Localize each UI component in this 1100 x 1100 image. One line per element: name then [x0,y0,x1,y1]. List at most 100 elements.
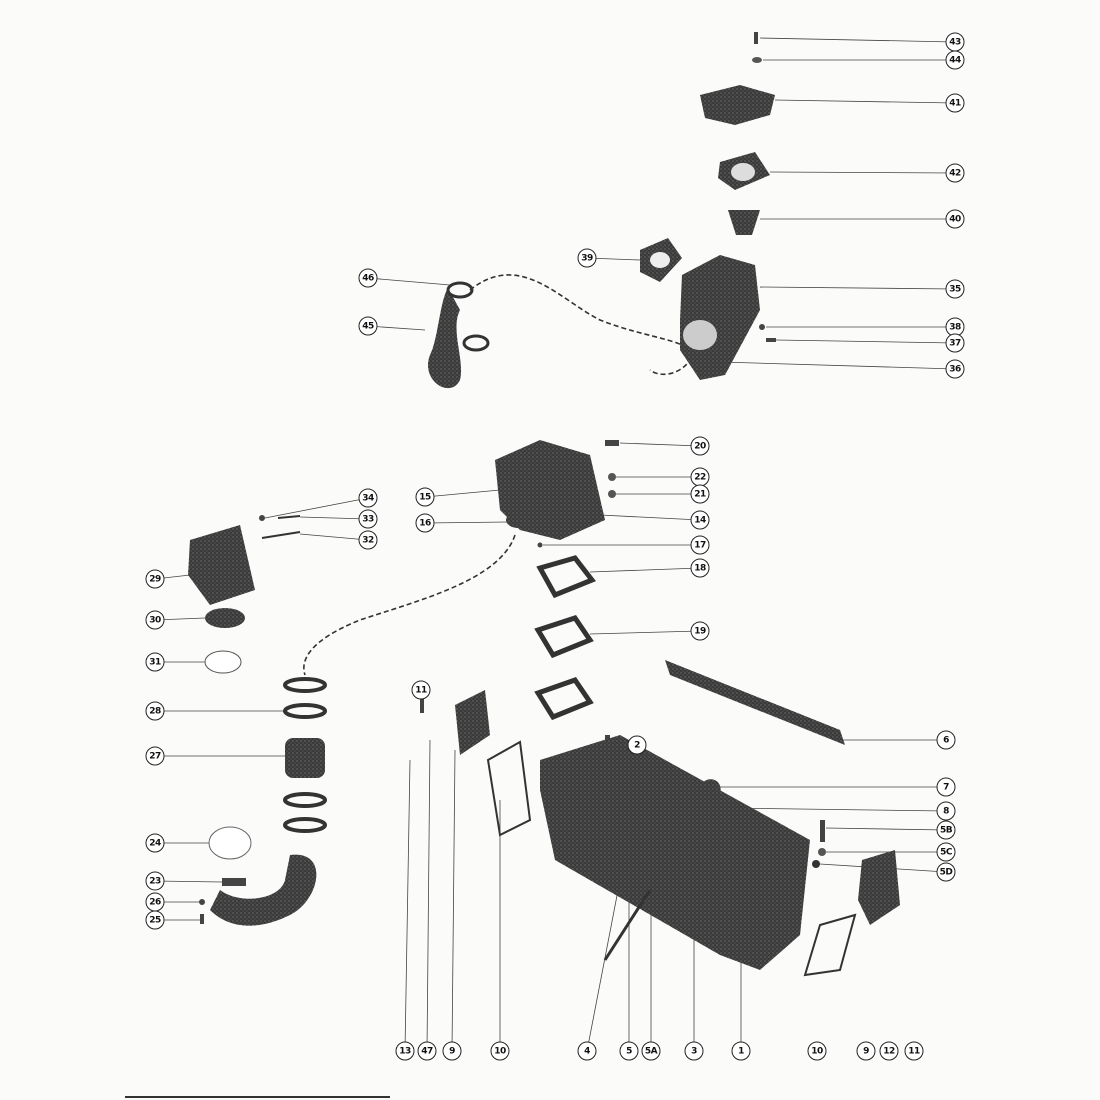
washer-26 [199,899,205,905]
leader-line-47 [426,739,431,1052]
screw-33 [277,515,301,519]
leader-line-13 [404,759,411,1052]
callout-21: 21 [690,484,710,504]
thermostat-40 [728,210,760,235]
callout-33: 33 [358,509,378,529]
washer-5C [818,848,826,856]
callout-25: 25 [145,910,165,930]
callout-11: 11 [411,680,431,700]
callout-5: 5 [619,1041,639,1061]
callout-7: 7 [936,777,956,797]
callout-14: 14 [690,510,710,530]
callout-39: 39 [577,248,597,268]
clamp-23 [222,878,246,886]
callout-17: 17 [690,535,710,555]
gasket-10 [803,913,857,977]
clamps-28 [283,677,327,833]
bracket-7 [700,779,721,805]
callout-4: 4 [577,1041,597,1061]
callout-32: 32 [358,530,378,550]
gasket-18 [536,555,596,599]
plug-24 [208,826,252,860]
callout-5b: 5B [936,820,956,840]
leader-line-9 [451,749,456,1052]
callout-6: 6 [936,730,956,750]
callout-41: 41 [945,93,965,113]
callout-31: 31 [145,652,165,672]
leader-line-34 [264,497,369,519]
callout-44: 44 [945,50,965,70]
leader-line-8 [724,807,947,812]
leader-line-19 [589,630,701,635]
leader-line-32 [299,533,369,541]
callout-35: 35 [945,279,965,299]
dashed-route-upper [469,274,693,376]
callout-11: 11 [904,1041,924,1061]
callout-10: 10 [807,1041,827,1061]
leader-line-5b [825,827,947,831]
leader-line-16 [424,521,509,524]
callout-9: 9 [442,1041,462,1061]
callout-3: 3 [684,1041,704,1061]
clamp [462,334,490,352]
callout-26: 26 [145,892,165,912]
housing-41 [700,85,775,125]
seal-30 [205,608,245,628]
plug-22 [608,473,616,481]
gasket [534,677,594,721]
washer-44 [752,57,762,63]
housing-29 [188,525,255,605]
nut-5D [812,860,820,868]
callout-34: 34 [358,488,378,508]
washer-21 [608,490,616,498]
callout-29: 29 [145,569,165,589]
callout-20: 20 [690,436,710,456]
leader-line-41 [774,99,956,104]
callout-5c: 5C [936,842,956,862]
hose-elbow [210,854,317,926]
leader-line-45 [367,325,426,331]
callout-2: 2 [627,735,647,755]
gasket-6 [665,660,845,745]
callout-18: 18 [690,558,710,578]
callout-8: 8 [936,801,956,821]
leader-line-18 [589,567,701,573]
screw-37 [766,338,776,342]
callout-15: 15 [415,487,435,507]
callout-28: 28 [145,701,165,721]
fitting-16 [506,512,530,528]
leader-line-37 [775,339,956,344]
callout-47: 47 [417,1041,437,1061]
leader-line-42 [769,171,956,174]
plate-9 [455,690,490,755]
callout-22: 22 [690,467,710,487]
callout-43: 43 [945,32,965,52]
callout-40: 40 [945,209,965,229]
gasket-19 [534,615,594,659]
callout-13: 13 [395,1041,415,1061]
manifold-1 [540,735,810,970]
callout-10: 10 [490,1041,510,1061]
washer-38 [759,324,765,330]
leader-line-46 [367,277,451,286]
housing-35 [680,255,760,380]
callout-45: 45 [358,316,378,336]
leader-line-4 [586,879,621,1052]
callout-36: 36 [945,359,965,379]
screw-25 [200,914,204,924]
leader-line-33 [299,516,369,520]
leader-line-35 [759,286,956,290]
screw-43 [754,32,758,44]
leader-line-23 [154,880,223,883]
callout-5a: 5A [641,1041,661,1061]
callout-24: 24 [145,833,165,853]
stud-5B [820,820,825,842]
callout-30: 30 [145,610,165,630]
leader-line-20 [619,442,701,447]
bolt-32 [261,531,301,539]
fitting-20 [605,440,619,446]
callout-9: 9 [856,1041,876,1061]
plug-17 [537,542,543,548]
